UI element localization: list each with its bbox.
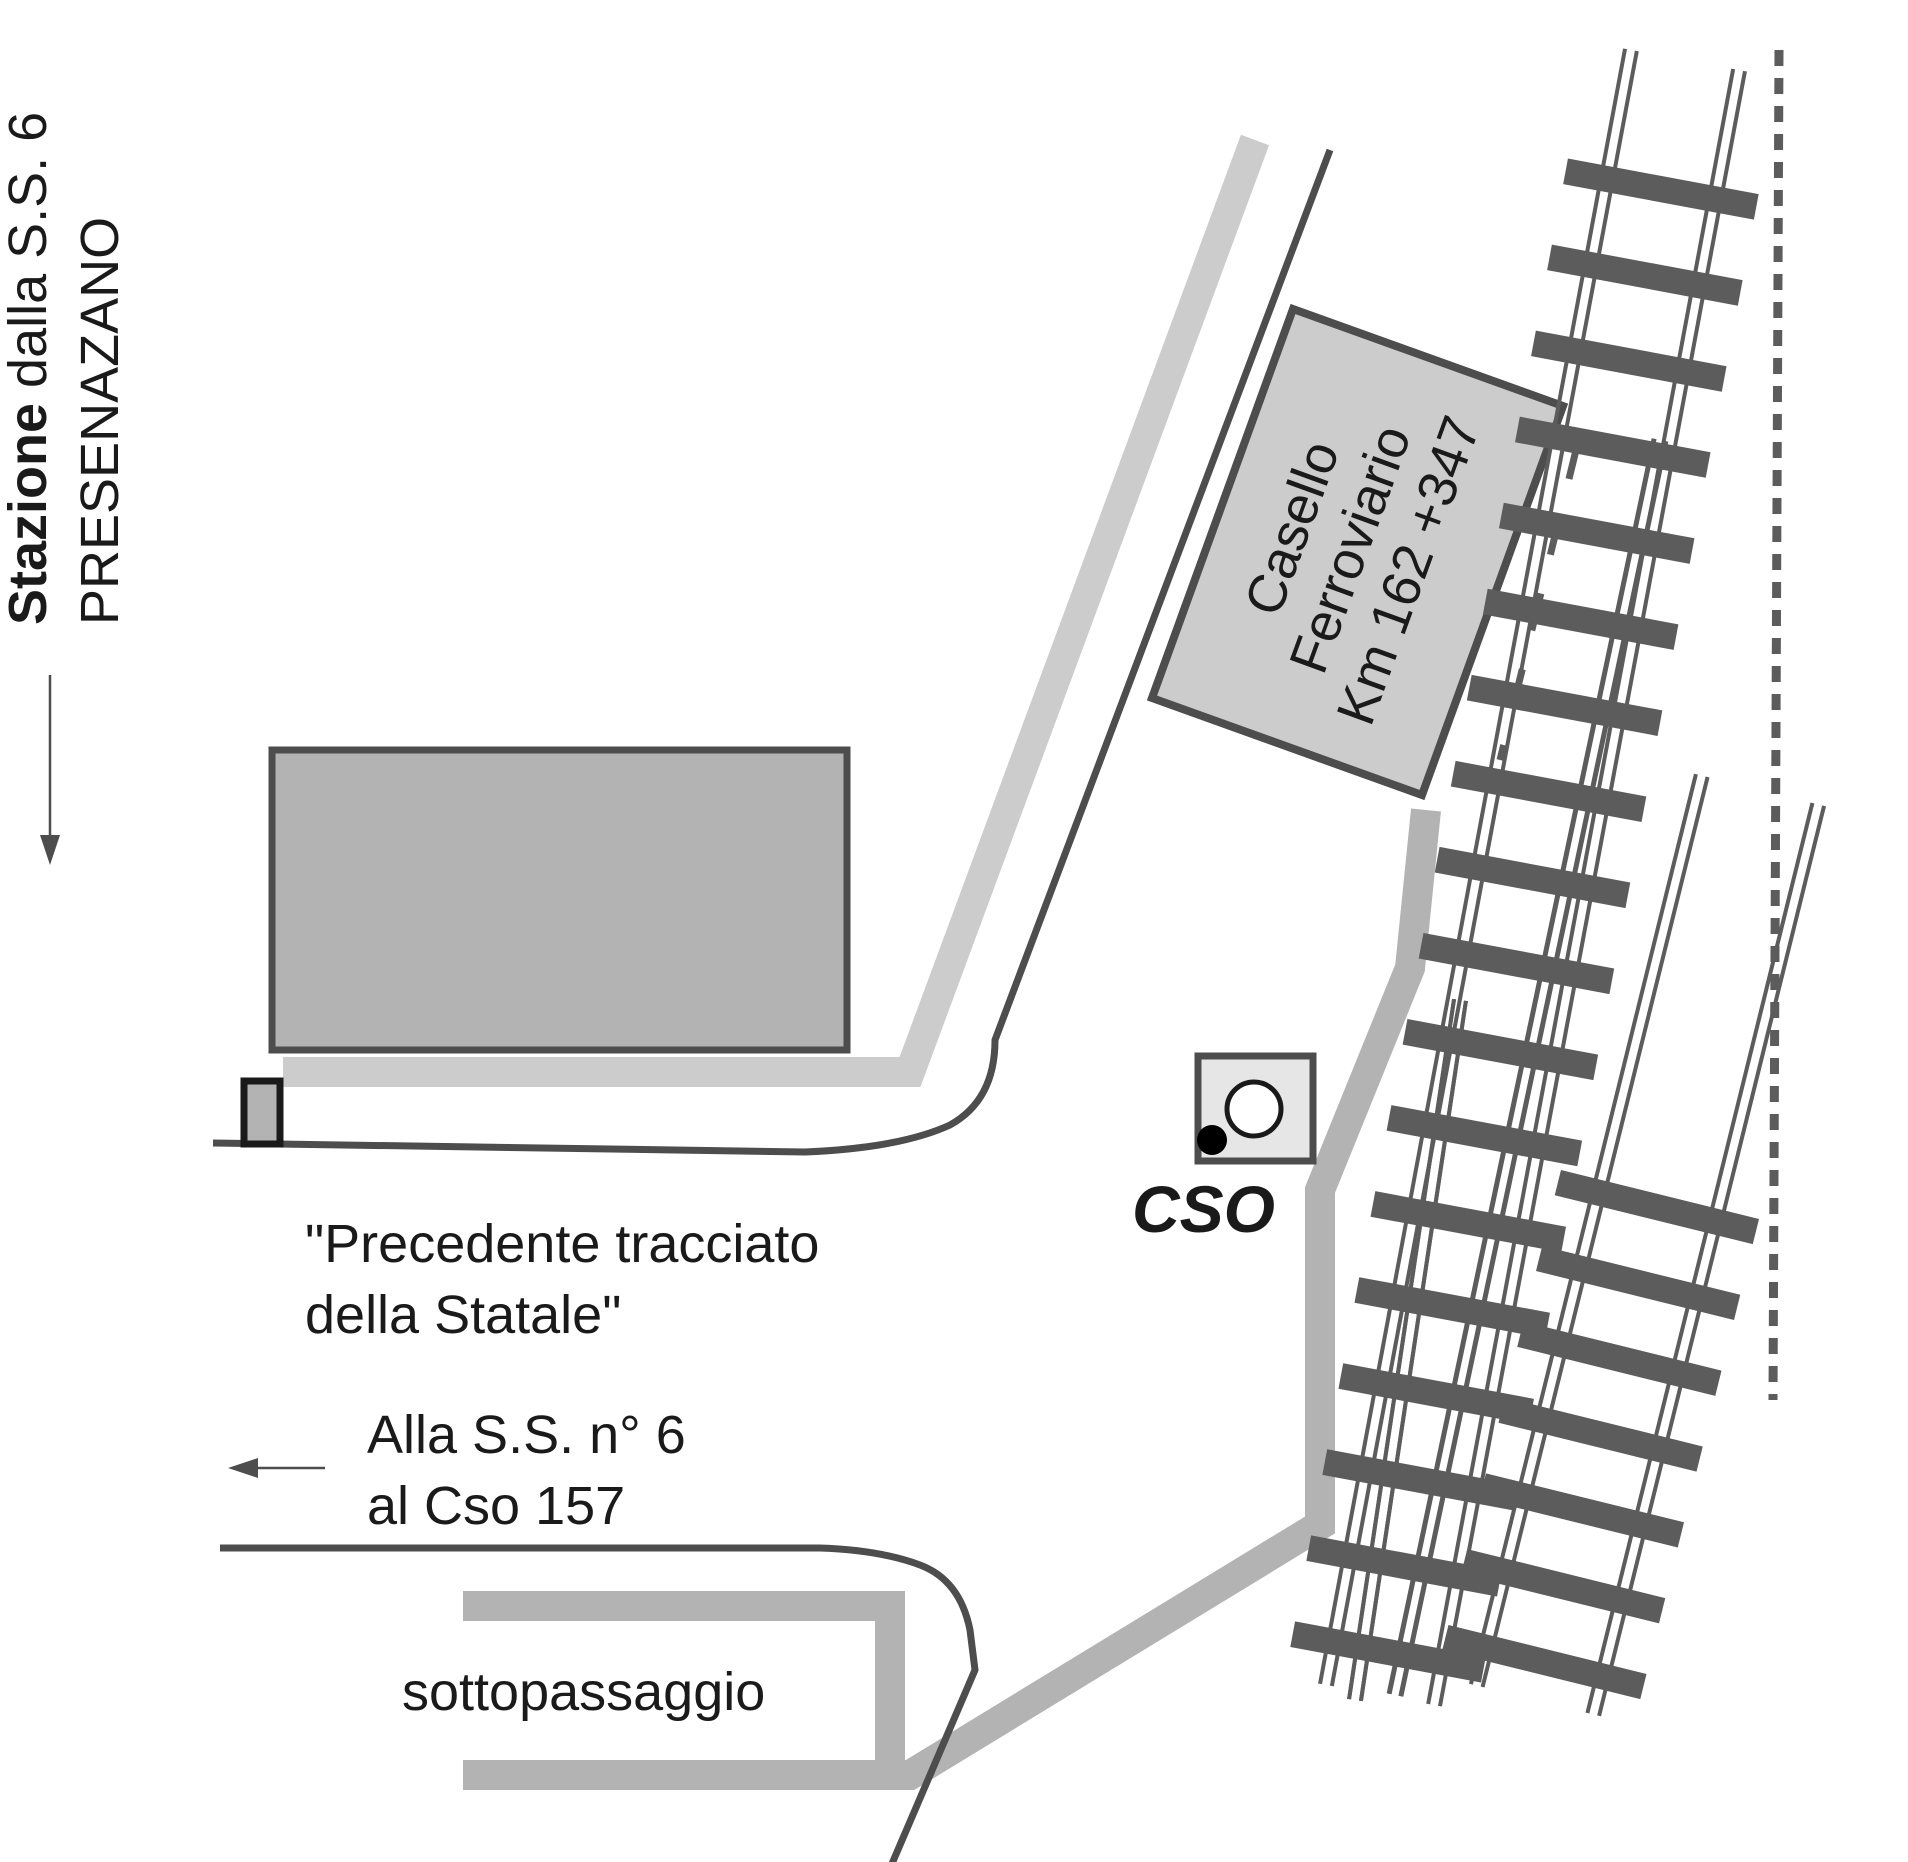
track-sleeper [1386, 1105, 1583, 1167]
road-line-upper [212, 148, 1334, 1156]
track-rail [1437, 70, 1747, 1707]
svg-text:Stazione dalla S.S. 6: Stazione dalla S.S. 6 [0, 112, 58, 625]
track-rail [1480, 776, 1710, 1688]
arrow-left-icon [228, 1458, 325, 1478]
track-sleeper [1466, 674, 1663, 736]
track-sleeper [1515, 416, 1711, 478]
ss6-line1: Alla S.S. n° 6 [367, 1405, 686, 1465]
station-label-line2: PRESENAZANO [70, 217, 130, 625]
ss6-label: Alla S.S. n° 6 al Cso 157 [367, 1405, 686, 1536]
track-rail [1386, 438, 1656, 1695]
track-sleeper [1498, 502, 1695, 564]
light-path [283, 134, 1270, 1087]
track-rail [1585, 802, 1815, 1714]
underpass-label: sottopassaggio [402, 1662, 765, 1722]
track-rail [1597, 805, 1827, 1717]
cso-marker-icon [1194, 1052, 1317, 1165]
underpass-frame [463, 1591, 905, 1775]
station-label: Stazione dalla S.S. 6 PRESENAZANO [0, 112, 130, 625]
dotted-boundary [1768, 49, 1784, 1401]
track-sleeper [1418, 932, 1615, 995]
track-sleeper [1370, 1191, 1567, 1253]
mid-path [463, 808, 1441, 1790]
arrow-down-icon [40, 675, 60, 865]
track-sleeper [1290, 1621, 1486, 1683]
ss6-line2: al Cso 157 [367, 1476, 625, 1536]
track-sleeper [1354, 1277, 1550, 1339]
track-rail [1347, 998, 1457, 1700]
old-road-line1: "Precedente tracciato [305, 1214, 819, 1274]
building [268, 746, 851, 1054]
track-rail [1398, 440, 1668, 1697]
track-rail [1318, 48, 1628, 1685]
track-rail [1329, 50, 1639, 1687]
track-sleeper [1402, 1019, 1599, 1081]
track-rail [1358, 1000, 1468, 1702]
road-line-lower [220, 1544, 979, 1862]
track-sleeper [1531, 330, 1727, 392]
station-label-rest: dalla S.S. 6 [0, 112, 58, 403]
old-road-line2: della Statale" [305, 1285, 621, 1345]
track-sleeper [1450, 760, 1647, 823]
small-marker-box [240, 1077, 284, 1148]
track-sleeper [1482, 588, 1679, 650]
railway-tracks [1290, 48, 1827, 1717]
old-road-label: "Precedente tracciato della Statale" [305, 1214, 819, 1345]
track-sleeper [1338, 1363, 1534, 1425]
casello-ferroviario: Casello Ferroviario Km 162 +347 [1146, 303, 1569, 801]
track-sleeper [1434, 846, 1631, 909]
track-rail [1468, 773, 1698, 1685]
track-sleeper [1547, 244, 1743, 306]
track-sleeper [1306, 1535, 1502, 1597]
track-sleeper [1563, 158, 1759, 220]
cso-label: CSO [1132, 1172, 1275, 1246]
track-rail [1426, 68, 1736, 1705]
station-label-bold: Stazione [0, 403, 58, 625]
